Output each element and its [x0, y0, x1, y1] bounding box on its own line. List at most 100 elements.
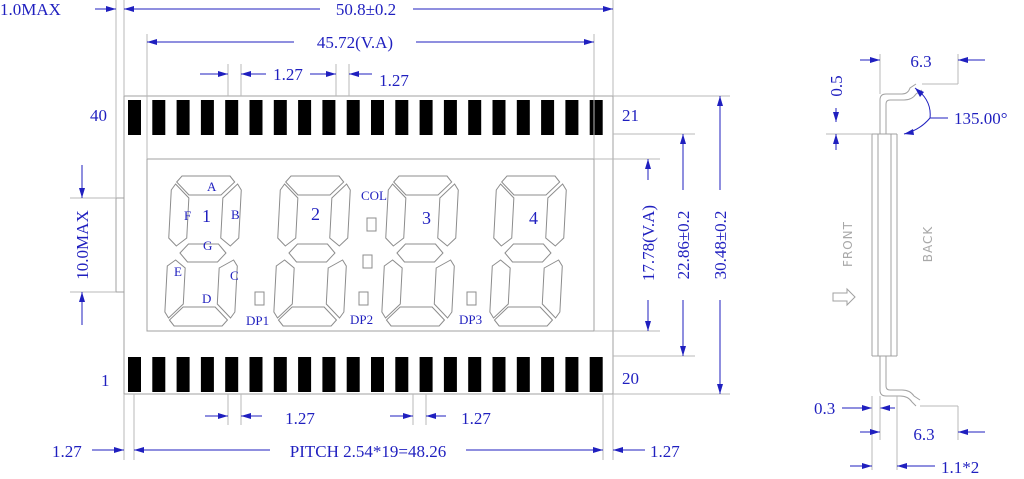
pitch-total-text: PITCH 2.54*19=48.26	[290, 442, 446, 461]
bottom-row-pin	[589, 357, 603, 392]
bottom-row-pin	[492, 357, 506, 392]
dim-overall-width: 50.8±0.2	[124, 0, 613, 19]
dim-glass-height: 22.86±0.2	[674, 134, 693, 356]
dim-side-bottom-width: 1.1*2	[850, 458, 979, 477]
bottom-row-pin	[225, 357, 239, 392]
digit-4-label: 4	[529, 208, 538, 228]
bottom-row-pin	[346, 357, 360, 392]
top-row-pin	[492, 100, 506, 135]
overall-width-text: 50.8±0.2	[336, 0, 396, 19]
top-row-pin	[322, 100, 336, 135]
bottom-row-pin	[152, 357, 166, 392]
dim-top-pitch: 1.27 1.27	[200, 65, 409, 90]
segment-a-label: A	[207, 179, 217, 194]
dp1-label: DP1	[246, 313, 269, 328]
bottom-row-pin	[298, 357, 312, 392]
top-row-pin	[346, 100, 360, 135]
edge-right-text: 1.27	[650, 442, 680, 461]
digit-4	[488, 175, 568, 327]
side-top-offset-text: 0.5	[827, 75, 846, 96]
digit-1-label: 1	[202, 206, 211, 226]
dp2-segment	[358, 291, 369, 306]
top-row-pin	[176, 100, 190, 135]
edge-left-text: 1.27	[52, 442, 82, 461]
pin-row-bottom	[128, 357, 603, 392]
overall-height-text: 30.48±0.2	[711, 211, 730, 280]
bottom-row-pin	[395, 357, 409, 392]
top-row-pin	[249, 100, 263, 135]
top-pitch-right-text: 1.27	[379, 71, 409, 90]
top-row-pin	[395, 100, 409, 135]
top-row-pin	[273, 100, 287, 135]
pin-21-label: 21	[622, 106, 639, 125]
segment-c-label: C	[230, 268, 239, 283]
top-row-pin	[565, 100, 579, 135]
pin-40-label: 40	[90, 106, 107, 125]
pin-row-top	[128, 100, 603, 135]
dp1-segment	[254, 291, 265, 306]
bottom-row-pin	[468, 357, 482, 392]
dim-viewing-width: 45.72(V.A)	[147, 33, 594, 52]
digit-3	[380, 175, 460, 327]
side-bottom-offset-text: 0.3	[814, 399, 835, 418]
segment-d-label: D	[202, 291, 211, 306]
top-row-pin	[516, 100, 530, 135]
module-outline	[123, 95, 614, 395]
dim-side-bottom-offset: 0.3	[814, 399, 895, 418]
top-row-pin	[589, 100, 603, 135]
bottom-row-pin	[200, 357, 214, 392]
colon-bottom	[362, 254, 373, 269]
top-row-pin	[443, 100, 457, 135]
side-angle-text: 135.00°	[954, 109, 1008, 128]
viewing-width-text: 45.72(V.A)	[317, 33, 393, 52]
back-label: BACK	[921, 226, 935, 263]
dp3-label: DP3	[459, 312, 482, 327]
digit-3-label: 3	[422, 208, 431, 228]
left-thickness-text: 1.0MAX	[0, 0, 61, 19]
top-row-pin	[419, 100, 433, 135]
top-row-pin	[468, 100, 482, 135]
segment-f-label: F	[184, 208, 191, 223]
top-row-pin	[225, 100, 239, 135]
bottom-pitch-left-text: 1.27	[285, 409, 315, 428]
dim-side-bottom-lead: 6.3	[860, 425, 985, 444]
segment-e-label: E	[174, 264, 182, 279]
bottom-lead	[879, 356, 917, 407]
colon-label: COL	[361, 188, 387, 203]
front-arrow-icon	[832, 287, 856, 307]
bottom-row-pin	[128, 357, 141, 392]
bottom-row-pin	[565, 357, 579, 392]
dim-pitch-total: 1.27 PITCH 2.54*19=48.26 1.27	[52, 442, 680, 461]
pin-20-label: 20	[622, 369, 639, 388]
top-row-pin	[298, 100, 312, 135]
top-lead	[879, 83, 917, 134]
dim-overall-height: 30.48±0.2	[711, 96, 730, 394]
dim-side-top-lead: 6.3	[860, 52, 985, 71]
pin-1-label: 1	[101, 371, 110, 390]
bottom-row-pin	[249, 357, 263, 392]
bottom-row-pin	[371, 357, 384, 392]
dim-va-height: 17.78(V.A)	[639, 159, 658, 331]
side-view: FRONT BACK 6.3 0.5 135.	[814, 52, 1008, 477]
digit-2	[272, 175, 352, 327]
top-row-pin	[200, 100, 214, 135]
top-row-pin	[128, 100, 141, 135]
left-height-text: 10.0MAX	[73, 210, 92, 279]
left-step	[115, 197, 124, 293]
segment-b-label: B	[231, 207, 240, 222]
top-pitch-left-text: 1.27	[273, 65, 303, 84]
dim-bottom-pitch: 1.27 1.27	[205, 409, 491, 428]
dim-left-thickness: 1.0MAX	[0, 0, 117, 198]
dp3-segment	[466, 291, 477, 306]
front-view: 40 21 1 20 A B C D E F G 1 2 3 4 COL DP1…	[0, 0, 730, 461]
top-row-pin	[541, 100, 555, 135]
bottom-row-pin	[443, 357, 457, 392]
bottom-row-pin	[322, 357, 336, 392]
side-bottom-width-text: 1.1*2	[941, 458, 979, 477]
segment-g-label: G	[203, 238, 212, 253]
bottom-row-pin	[541, 357, 555, 392]
viewing-area	[146, 158, 595, 332]
bottom-pitch-right-text: 1.27	[461, 409, 491, 428]
